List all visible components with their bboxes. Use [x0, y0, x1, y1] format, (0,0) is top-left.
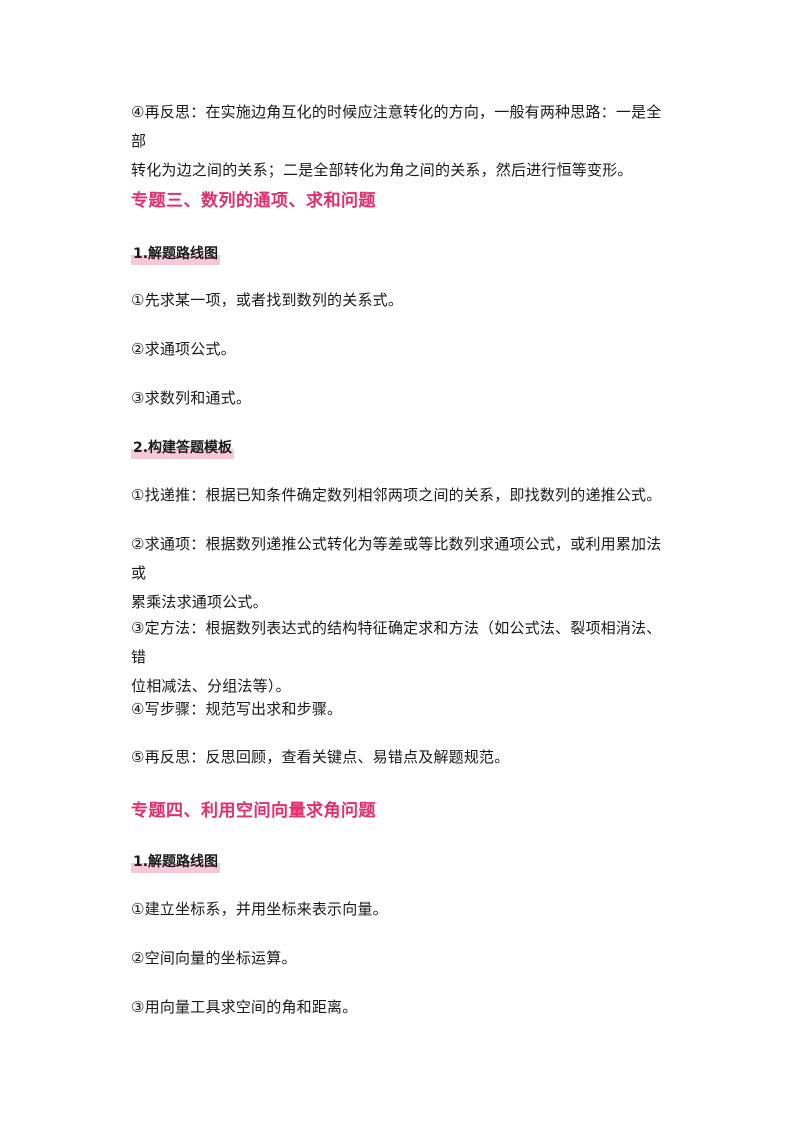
section-3-route-heading: 1.解题路线图: [131, 243, 221, 265]
section-3-route-item-2: ②求通项公式。: [131, 340, 236, 358]
section-3-route-heading-block: 1.解题路线图: [131, 243, 671, 265]
section-3-route-item-1-block: ①先求某一项，或者找到数列的关系式。: [131, 286, 671, 315]
section-4-route-heading: 1.解题路线图: [131, 851, 221, 873]
section-4-route-item-3-block: ③用向量工具求空间的角和距离。: [131, 993, 671, 1022]
section-3-title: 专题三、数列的通项、求和问题: [131, 191, 376, 211]
section-3-template-heading-block: 2.构建答题模板: [131, 437, 671, 459]
section-3-route-item-1: ①先求某一项，或者找到数列的关系式。: [131, 291, 404, 309]
section-3-template-item-2-block: ②求通项：根据数列递推公式转化为等差或等比数列求通项公式，或利用累加法或 累乘法…: [131, 530, 671, 617]
section-3-route-item-3: ③求数列和通式。: [131, 389, 252, 407]
section-4-route-item-3: ③用向量工具求空间的角和距离。: [131, 998, 358, 1016]
intro-line-2: 转化为边之间的关系；二是全部转化为角之间的关系，然后进行恒等变形。: [131, 161, 633, 179]
section-3-template-item-2-line-2: 累乘法求通项公式。: [131, 593, 268, 611]
section-3-template-item-3-line-1: ③定方法：根据数列表达式的结构特征确定求和方法（如公式法、裂项相消法、错: [131, 619, 662, 666]
section-4-route-item-2: ②空间向量的坐标运算。: [131, 949, 297, 967]
intro-paragraph: ④再反思：在实施边角互化的时候应注意转化的方向，一般有两种思路：一是全部 转化为…: [131, 98, 671, 185]
section-4-route-item-2-block: ②空间向量的坐标运算。: [131, 944, 671, 973]
section-3-route-item-3-block: ③求数列和通式。: [131, 384, 671, 413]
intro-line-1: ④再反思：在实施边角互化的时候应注意转化的方向，一般有两种思路：一是全部: [131, 103, 662, 150]
section-4-title-block: 专题四、利用空间向量求角问题: [131, 798, 671, 824]
section-3-template-item-3-line-2: 位相减法、分组法等）。: [131, 677, 291, 695]
section-3-template-item-4-block: ④写步骤：规范写出求和步骤。: [131, 695, 671, 724]
section-3-template-item-2-line-1: ②求通项：根据数列递推公式转化为等差或等比数列求通项公式，或利用累加法或: [131, 535, 662, 582]
section-3-title-block: 专题三、数列的通项、求和问题: [131, 188, 671, 214]
section-4-route-item-1-block: ①建立坐标系，并用坐标来表示向量。: [131, 895, 671, 924]
section-3-template-item-5-block: ⑤再反思：反思回顾，查看关键点、易错点及解题规范。: [131, 743, 671, 772]
section-3-template-item-5: ⑤再反思：反思回顾，查看关键点、易错点及解题规范。: [131, 748, 510, 766]
section-3-template-item-1-block: ①找递推：根据已知条件确定数列相邻两项之间的关系，即找数列的递推公式。: [131, 481, 671, 510]
section-4-title: 专题四、利用空间向量求角问题: [131, 801, 376, 821]
section-3-template-item-4: ④写步骤：规范写出求和步骤。: [131, 700, 343, 718]
section-3-template-heading: 2.构建答题模板: [131, 437, 235, 459]
section-4-route-heading-block: 1.解题路线图: [131, 851, 671, 873]
section-3-template-item-3-block: ③定方法：根据数列表达式的结构特征确定求和方法（如公式法、裂项相消法、错 位相减…: [131, 614, 671, 701]
section-3-route-item-2-block: ②求通项公式。: [131, 335, 671, 364]
section-3-template-item-1: ①找递推：根据已知条件确定数列相邻两项之间的关系，即找数列的递推公式。: [131, 486, 662, 504]
section-4-route-item-1: ①建立坐标系，并用坐标来表示向量。: [131, 900, 388, 918]
